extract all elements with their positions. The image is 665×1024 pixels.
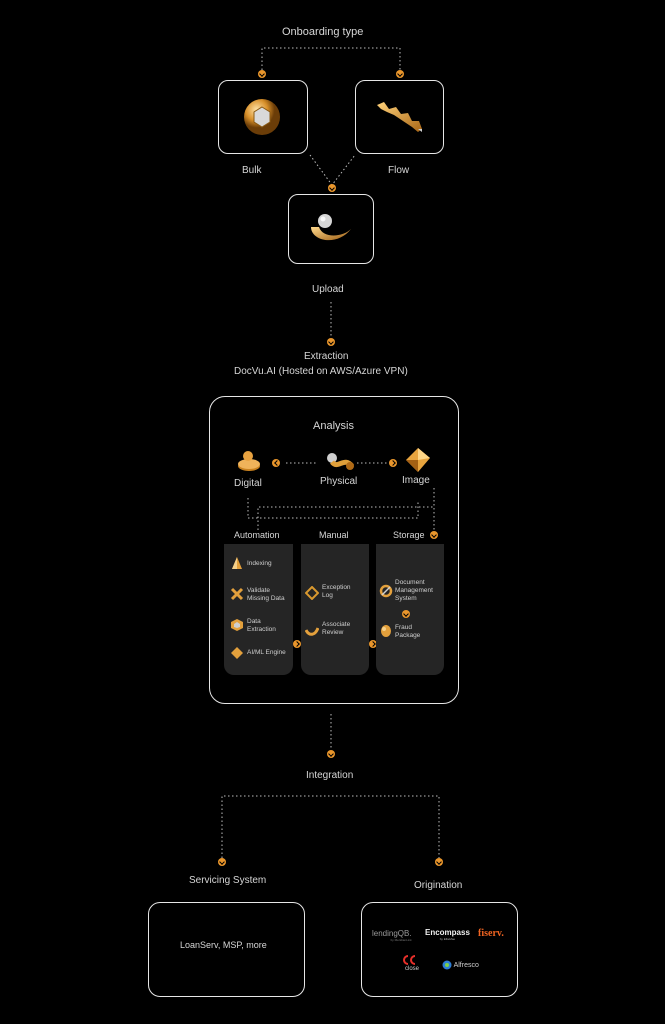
diamond-icon [231, 647, 243, 659]
arrow-right-icon [293, 640, 301, 648]
arrow-marker-icon [218, 858, 226, 866]
alfresco-logo: Alfresco [442, 960, 479, 970]
arrow-right-icon [389, 459, 397, 467]
image-label: Image [402, 475, 430, 486]
upload-swirl-icon [311, 214, 351, 241]
servicing-system-label: Servicing System [189, 875, 267, 886]
extraction-subtitle: DocVu.AI (Hosted on AWS/Azure VPN) [234, 366, 408, 377]
bulk-card [218, 80, 308, 154]
ribbon-twist-icon [377, 102, 422, 132]
automation-item: Indexing [247, 560, 272, 567]
upload-label: Upload [312, 284, 344, 295]
alfresco-mark-icon [442, 960, 452, 970]
storage-title: Storage [393, 530, 425, 540]
cone-icon [232, 557, 242, 569]
arrow-marker-icon [328, 184, 336, 192]
automation-item: Data Extraction [247, 618, 276, 633]
automation-title: Automation [234, 530, 280, 540]
arrow-marker-icon [435, 858, 443, 866]
integration-label: Integration [306, 770, 354, 781]
servicing-system-card: LoanServ, MSP, more [148, 902, 305, 997]
storage-column: Document Management System Fraud Package [376, 544, 444, 675]
extraction-label: Extraction [304, 351, 349, 362]
upload-card [288, 194, 374, 264]
ring-icon [379, 584, 393, 598]
automation-column: Indexing Validate Missing Data Data Extr… [224, 544, 293, 675]
image-cube-icon [406, 448, 430, 472]
arrow-right-icon [369, 640, 377, 648]
encompass-logo: Encompass by EllieMae [425, 928, 470, 941]
arrow-marker-icon [396, 70, 404, 78]
lendingqb-logo: lendingQB. by MeridianLink [372, 929, 412, 942]
onboarding-type-label: Onboarding type [282, 26, 364, 38]
origination-card: lendingQB. by MeridianLink Encompass by … [361, 902, 518, 997]
flow-label: Flow [388, 165, 410, 176]
pod-icon [381, 625, 391, 637]
storage-item: Fraud Package [395, 624, 421, 639]
manual-column: Exception Log Associate Review [301, 544, 369, 675]
arrow-marker-icon [258, 70, 266, 78]
automation-item: AI/ML Engine [247, 649, 286, 656]
arrow-marker-icon [402, 610, 410, 618]
cross-icon [230, 587, 244, 601]
hexagon-icon [231, 619, 243, 631]
flow-card [355, 80, 444, 154]
arrow-marker-icon [327, 338, 335, 346]
digital-disc-icon [238, 451, 260, 471]
analysis-container [209, 396, 459, 704]
arc-icon [305, 627, 319, 636]
bulk-label: Bulk [242, 165, 262, 176]
close-mark-icon [403, 955, 416, 965]
arrow-marker-icon [430, 531, 438, 539]
storage-item: Document Management System [395, 579, 433, 602]
close-logo: close [399, 954, 419, 972]
physical-knot-icon [327, 453, 354, 470]
physical-label: Physical [320, 476, 358, 487]
digital-label: Digital [234, 478, 262, 489]
manual-item: Associate Review [322, 621, 351, 636]
automation-item: Validate Missing Data [247, 587, 285, 602]
origination-label: Origination [414, 880, 463, 891]
manual-title: Manual [319, 530, 349, 540]
fiserv-logo: fiserv. [478, 928, 504, 939]
servicing-system-text: LoanServ, MSP, more [180, 940, 267, 950]
geodesic-sphere-icon [244, 99, 280, 135]
analysis-title: Analysis [313, 420, 354, 432]
arrow-marker-icon [327, 750, 335, 758]
frame-icon [305, 586, 319, 600]
manual-item: Exception Log [322, 584, 351, 599]
arrow-left-icon [272, 459, 280, 467]
